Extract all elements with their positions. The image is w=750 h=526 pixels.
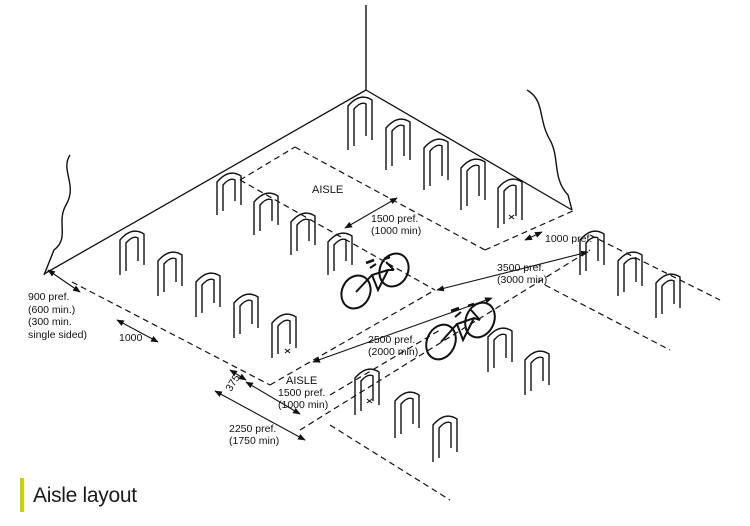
stand (394, 391, 420, 438)
dim-line-1500-top (344, 197, 398, 229)
wall-left-edge (43, 154, 71, 276)
stand (119, 230, 145, 275)
bay-front-left-boundary (71, 281, 271, 386)
aisle-top-right-boundary (484, 209, 576, 251)
dim-2500-line1: 2500 pref. (368, 334, 415, 346)
labels: AISLE 1500 pref. (1000 min) 1000 pref. 3… (28, 184, 592, 447)
stand (233, 293, 259, 338)
stand (432, 415, 458, 462)
stand (579, 230, 605, 275)
stand (655, 273, 681, 318)
stand (271, 313, 297, 358)
floor-wall-right-line (365, 89, 573, 211)
floor-lines (43, 89, 573, 275)
stand (497, 178, 523, 228)
dimension-lines (47, 197, 589, 441)
dim-900-line3: (300 min. (28, 316, 72, 328)
stand (290, 212, 316, 255)
stand (617, 251, 643, 296)
dim-3500-line2: (3000 min) (497, 274, 547, 286)
dim-line-1000 (116, 319, 159, 343)
dim-line-900 (47, 269, 81, 293)
aisle-boundaries (71, 146, 721, 501)
dim-900-line4: single sided) (28, 329, 87, 341)
stand (423, 138, 449, 190)
stand (385, 118, 411, 170)
x-mark (508, 214, 515, 220)
aisle-bottom-label: AISLE (286, 375, 317, 387)
dim-line-1000-pref (524, 231, 543, 241)
dim-900-line2: (600 min.) (28, 304, 75, 316)
dim-1000-label: 1000 (119, 332, 143, 344)
stand-row-middle (216, 172, 353, 275)
dim-1500-bottom-line1: 1500 pref. (278, 387, 325, 399)
stand-row-right (579, 230, 681, 318)
wall-right-edge (526, 89, 573, 211)
stand-row-bottom (354, 327, 550, 462)
aisle-right-lower-boundary (544, 284, 671, 351)
stand (487, 327, 513, 372)
dim-1500-top-line1: 1500 pref. (371, 213, 418, 225)
bicycle-icon (340, 252, 410, 310)
dim-line-3500 (436, 250, 589, 292)
aisle-top-label: AISLE (312, 184, 343, 196)
stand (216, 172, 242, 215)
x-mark (366, 398, 373, 404)
stand (347, 96, 373, 150)
stand (354, 368, 380, 415)
dim-1000-pref-label: 1000 pref. (545, 233, 592, 245)
dim-line-2500 (312, 297, 493, 363)
dim-3500-line1: 3500 pref. (497, 262, 544, 274)
stand (524, 350, 550, 395)
page-title: Aisle layout (33, 484, 137, 507)
caption-accent-bar (20, 478, 24, 512)
stand (327, 232, 353, 275)
stand (195, 272, 221, 317)
bay-bottom-front-boundary (329, 424, 451, 501)
dim-2250-line1: 2250 pref. (229, 423, 276, 435)
floor-back-edge (43, 89, 367, 275)
walls (43, 5, 573, 276)
x-marks (284, 214, 515, 404)
stand-row-back (347, 96, 523, 228)
dim-line-2250 (214, 390, 306, 441)
dim-1500-top-line2: (1000 min) (371, 225, 421, 237)
dim-900-line1: 900 pref. (28, 291, 69, 303)
dim-2500-line2: (2000 min) (368, 346, 418, 358)
dim-line-375 (229, 369, 247, 381)
stand (253, 192, 279, 235)
x-mark (284, 348, 291, 354)
dim-1500-bottom-line2: (1000 min) (278, 399, 328, 411)
aisle-right-upper-boundary (589, 234, 721, 301)
bike-stands (119, 96, 681, 462)
stand (157, 251, 183, 296)
dim-2250-line2: (1750 min) (229, 435, 279, 447)
stand-row-front (119, 230, 297, 358)
aisle-top-upper-boundary (294, 146, 486, 251)
aisle-top-back-line (239, 146, 296, 181)
stand (460, 158, 486, 210)
